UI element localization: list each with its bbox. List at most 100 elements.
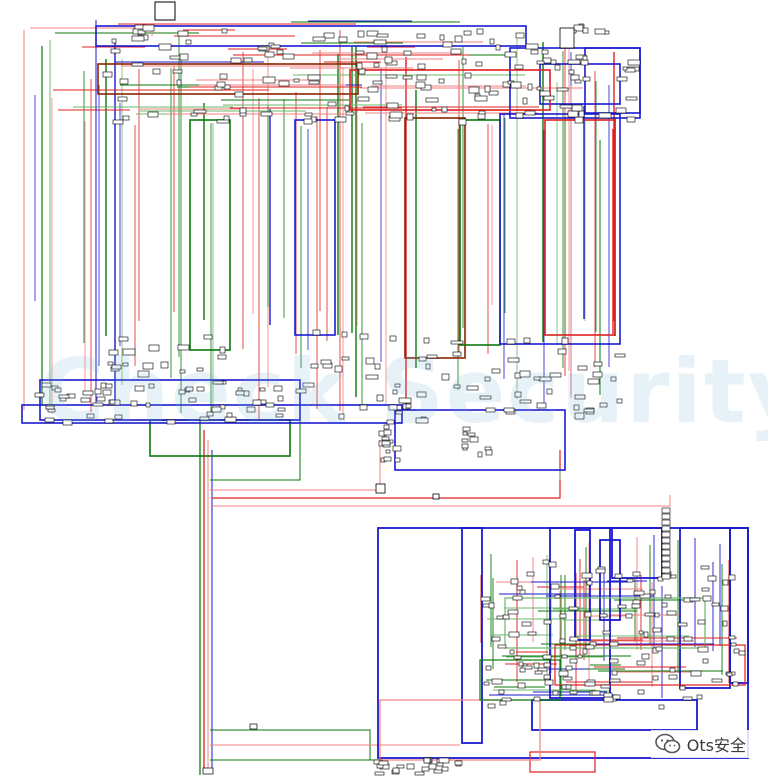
graph-node — [368, 87, 378, 92]
graph-node — [588, 379, 599, 384]
graph-node — [615, 574, 622, 578]
graph-node — [231, 58, 241, 63]
graph-node — [384, 425, 389, 429]
graph-node — [604, 697, 613, 702]
graph-node — [308, 75, 320, 80]
graph-node — [520, 371, 530, 377]
graph-node — [112, 365, 121, 369]
graph-node — [477, 29, 483, 34]
graph-node — [417, 34, 425, 38]
graph-node — [569, 70, 574, 74]
graph-node — [511, 82, 521, 88]
graph-node — [712, 679, 722, 682]
graph-node — [586, 645, 594, 649]
graph-node — [476, 62, 482, 66]
source-badge: Ots安全 — [651, 730, 750, 758]
graph-node — [520, 668, 525, 672]
graph-node — [379, 761, 388, 765]
graph-node — [583, 28, 588, 33]
graph-node — [467, 386, 478, 390]
graph-node — [633, 572, 640, 576]
graph-node — [200, 417, 209, 420]
graph-node — [534, 697, 540, 701]
graph-node — [376, 484, 385, 493]
graph-node — [437, 763, 443, 766]
graph-node — [642, 654, 649, 659]
graph-node — [485, 377, 490, 381]
graph-node — [478, 452, 482, 457]
graph-node — [537, 61, 544, 64]
graph-node — [382, 441, 390, 445]
graph-node — [572, 105, 582, 111]
wechat-icon — [655, 733, 681, 755]
graph-node — [670, 668, 675, 672]
graph-node — [105, 419, 113, 423]
graph-node — [422, 767, 429, 771]
graph-node — [575, 117, 583, 123]
graph-node — [451, 49, 461, 54]
loop-box-upper — [190, 120, 230, 350]
graph-node — [111, 49, 120, 53]
graph-edge — [440, 470, 560, 480]
graph-node — [610, 679, 620, 682]
graph-node — [550, 373, 561, 377]
graph-node — [595, 29, 605, 34]
graph-node — [535, 671, 542, 674]
graph-node — [662, 532, 670, 537]
graph-node — [623, 67, 627, 70]
graph-node — [537, 403, 546, 408]
graph-node — [708, 576, 716, 581]
graph-node — [531, 50, 538, 54]
graph-node — [419, 357, 426, 361]
graph-node — [604, 693, 612, 697]
graph-node — [555, 595, 560, 598]
graph-node — [538, 668, 547, 671]
graph-node — [662, 574, 670, 579]
graph-node — [553, 691, 558, 695]
graph-node — [539, 377, 551, 381]
graph-node — [644, 632, 648, 637]
loop-box-upper — [500, 114, 620, 344]
graph-node — [721, 606, 728, 611]
graph-node — [279, 81, 289, 86]
graph-node — [367, 31, 378, 36]
graph-node — [680, 686, 685, 690]
graph-node — [515, 65, 523, 69]
graph-node — [227, 413, 232, 417]
loop-box-upper — [405, 118, 465, 358]
graph-node — [217, 82, 225, 87]
graph-node — [667, 637, 674, 641]
graph-node — [244, 58, 252, 62]
graph-node — [575, 395, 585, 399]
graph-node — [406, 404, 411, 408]
graph-node — [389, 405, 397, 410]
graph-node — [357, 63, 362, 69]
graph-node — [390, 112, 402, 118]
graph-node — [434, 770, 442, 773]
graph-node — [662, 550, 670, 555]
graph-node — [551, 584, 559, 589]
graph-node — [544, 675, 550, 679]
graph-node — [574, 405, 579, 410]
graph-node — [544, 96, 554, 100]
graph-node — [103, 390, 111, 395]
graph-node — [83, 391, 93, 395]
graph-node — [547, 389, 552, 394]
graph-node — [218, 355, 226, 359]
graph-node — [296, 389, 306, 393]
graph-node — [543, 655, 551, 659]
graph-node — [516, 33, 524, 38]
graph-node — [627, 117, 635, 122]
graph-node — [579, 111, 584, 117]
graph-node — [507, 339, 515, 344]
graph-node — [469, 87, 479, 93]
graph-node — [454, 385, 460, 388]
graph-node — [204, 335, 212, 339]
graph-node — [662, 508, 670, 513]
graph-node — [238, 388, 242, 391]
graph-node — [429, 764, 436, 769]
graph-node — [485, 447, 491, 450]
graph-node — [563, 677, 572, 680]
graph-node — [464, 31, 471, 35]
